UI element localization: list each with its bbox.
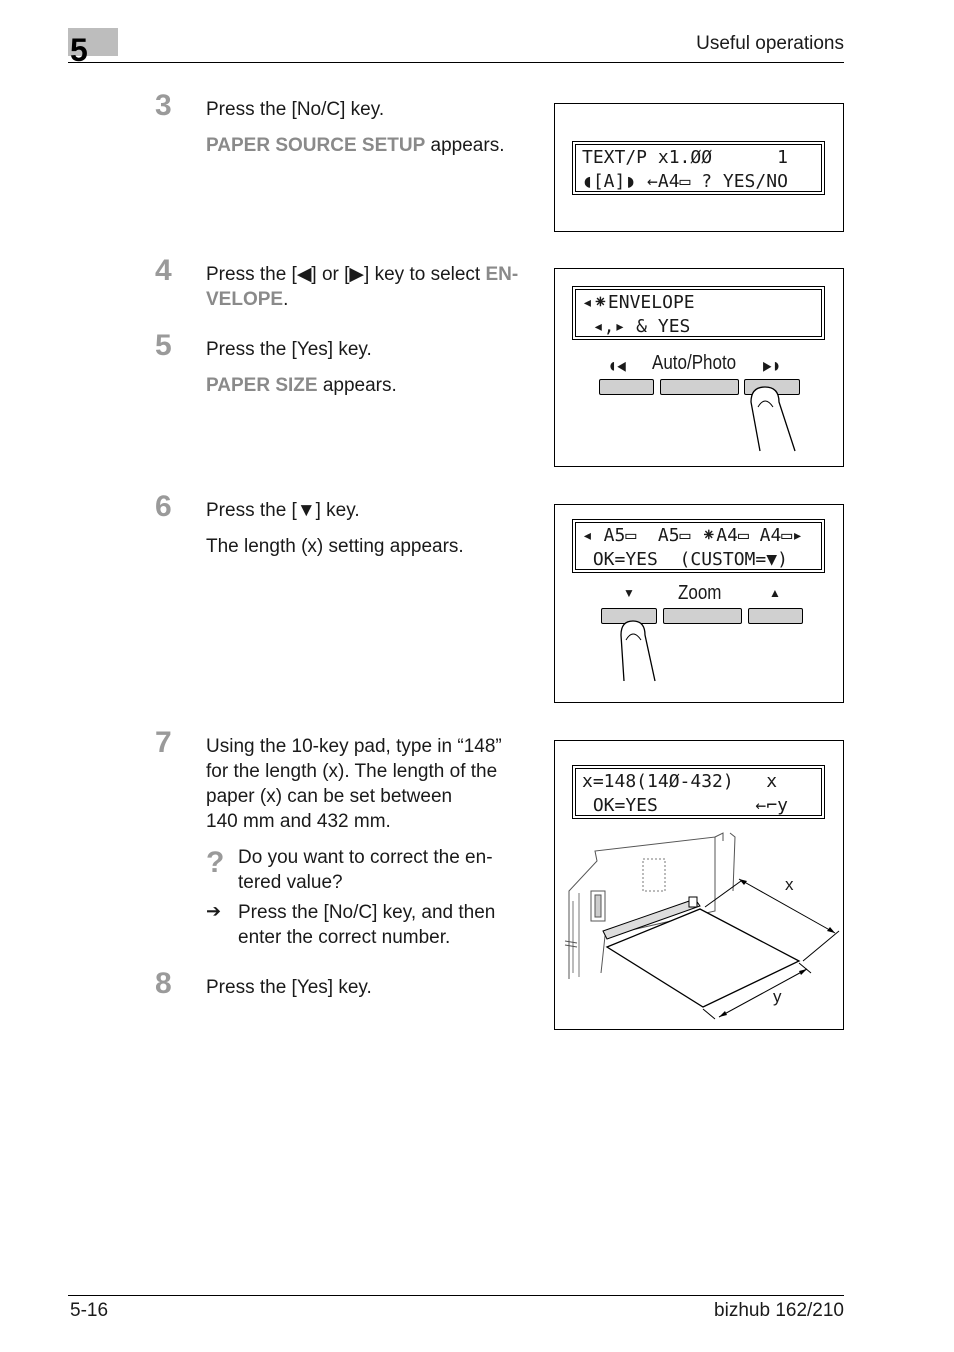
menu-name: PAPER SOURCE SETUP: [206, 135, 426, 156]
lcd-screen: TEXT/P x1.ØØ 1 ◖[A]◗ ←A4▭ ? YES/NO: [575, 144, 822, 192]
lcd-line: ◂ A5▭ A5▭ ⁕A4▭ A4▭▸: [582, 525, 803, 546]
lcd-line: ◂⁕ENVELOPE: [582, 292, 695, 313]
step-result-tail: appears.: [317, 375, 397, 396]
left-arrow-key-label: ◖◂: [607, 355, 626, 377]
footer-rule: [68, 1295, 844, 1296]
dimension-y-label: y: [773, 987, 782, 1006]
step-text: Press the [Yes] key.: [206, 977, 372, 998]
lcd-line: TEXT/P x1.ØØ 1: [582, 147, 788, 168]
lcd-display: ◂⁕ENVELOPE ◂,▸ & YES: [572, 286, 825, 340]
step-text-line: for the length (x). The length of the: [206, 761, 498, 782]
step-text-pre: Press the [◀] or [▶] key to select: [206, 264, 486, 285]
step-text-line: Using the 10-key pad, type in “148”: [206, 736, 502, 757]
finger-pointer-icon: [750, 386, 796, 452]
step-text-line: 140 mm and 432 mm.: [206, 811, 391, 832]
zoom-label: Zoom: [678, 582, 722, 604]
step-result: PAPER SIZE appears.: [206, 373, 397, 398]
lcd-panel-length: x=148(14Ø-432) x OK=YES ←⌐y x y: [554, 740, 844, 1030]
step-number: 7: [155, 726, 172, 759]
finger-pointer-icon: [620, 620, 656, 682]
menu-name: PAPER SIZE: [206, 375, 318, 396]
lcd-screen: x=148(14Ø-432) x OK=YES ←⌐y: [575, 768, 822, 816]
header-title: Useful operations: [696, 33, 844, 54]
zoom-key[interactable]: [663, 608, 742, 624]
step-number: 6: [155, 490, 172, 523]
step-result-tail: appears.: [425, 135, 505, 156]
lcd-line: OK=YES (CUSTOM=▼): [582, 549, 788, 570]
dimension-x-label: x: [785, 875, 794, 894]
product-name: bizhub 162/210: [714, 1300, 844, 1321]
header-rule: [68, 62, 844, 63]
step-number: 5: [155, 329, 172, 362]
step-text: Press the [No/C] key.: [206, 99, 385, 120]
lcd-line: ◖[A]◗ ←A4▭ ? YES/NO: [582, 171, 788, 192]
auto-photo-key[interactable]: [660, 379, 739, 395]
step-result: PAPER SOURCE SETUP appears.: [206, 133, 504, 158]
answer-line: Press the [No/C] key, and then: [238, 902, 496, 923]
step-text-post: .: [283, 289, 289, 310]
chapter-number: 5: [70, 32, 88, 68]
lcd-display: TEXT/P x1.ØØ 1 ◖[A]◗ ←A4▭ ? YES/NO: [572, 141, 825, 195]
lcd-line: ◂,▸ & YES: [582, 316, 691, 337]
page-number: 5-16: [70, 1300, 109, 1321]
question-line: tered value?: [238, 872, 343, 893]
auto-photo-label: Auto/Photo: [652, 352, 737, 374]
lcd-line: x=148(14Ø-432) x: [582, 771, 778, 792]
chapter-tab: [68, 28, 118, 56]
lcd-display: x=148(14Ø-432) x OK=YES ←⌐y: [572, 765, 825, 819]
lcd-panel-paper-size: ◂ A5▭ A5▭ ⁕A4▭ A4▭▸ OK=YES (CUSTOM=▼) ▼ …: [554, 504, 844, 703]
question-text: Do you want to correct the en- tered val…: [238, 845, 493, 895]
right-arrow-key-label: ▸◗: [763, 355, 782, 377]
question-icon: ?: [206, 846, 225, 879]
step-text: Press the [▼] key.: [206, 500, 360, 521]
question-line: Do you want to correct the en-: [238, 847, 493, 868]
step-text-line: paper (x) can be set between: [206, 786, 453, 807]
up-arrow-key-label: ▲: [769, 586, 781, 600]
lcd-panel-paper-source: TEXT/P x1.ØØ 1 ◖[A]◗ ←A4▭ ? YES/NO: [554, 103, 844, 232]
answer-line: enter the correct number.: [238, 927, 451, 948]
step-text: Press the [◀] or [▶] key to select EN- VE…: [206, 262, 546, 312]
step-number: 3: [155, 89, 172, 122]
down-arrow-key-label: ▼: [623, 586, 635, 600]
menu-name-part1: EN-: [485, 264, 519, 285]
left-key[interactable]: [599, 379, 654, 395]
lcd-display: ◂ A5▭ A5▭ ⁕A4▭ A4▭▸ OK=YES (CUSTOM=▼): [572, 519, 825, 573]
bypass-tray-diagram: [564, 832, 840, 1020]
arrow-right-icon: ➔: [206, 901, 222, 921]
up-key[interactable]: [748, 608, 803, 624]
lcd-screen: ◂⁕ENVELOPE ◂,▸ & YES: [575, 289, 822, 337]
step-text: Using the 10-key pad, type in “148” for …: [206, 734, 502, 834]
lcd-line: OK=YES ←⌐y: [582, 795, 788, 816]
step-number: 4: [155, 254, 172, 287]
step-result: The length (x) setting appears.: [206, 536, 464, 557]
step-text: Press the [Yes] key.: [206, 339, 372, 360]
menu-name-part2: VELOPE: [206, 289, 284, 310]
lcd-screen: ◂ A5▭ A5▭ ⁕A4▭ A4▭▸ OK=YES (CUSTOM=▼): [575, 522, 822, 570]
step-number: 8: [155, 967, 172, 1000]
answer-text: Press the [No/C] key, and then enter the…: [238, 900, 495, 950]
lcd-panel-envelope: ◂⁕ENVELOPE ◂,▸ & YES ◖◂ Auto/Photo ▸◗: [554, 268, 844, 467]
